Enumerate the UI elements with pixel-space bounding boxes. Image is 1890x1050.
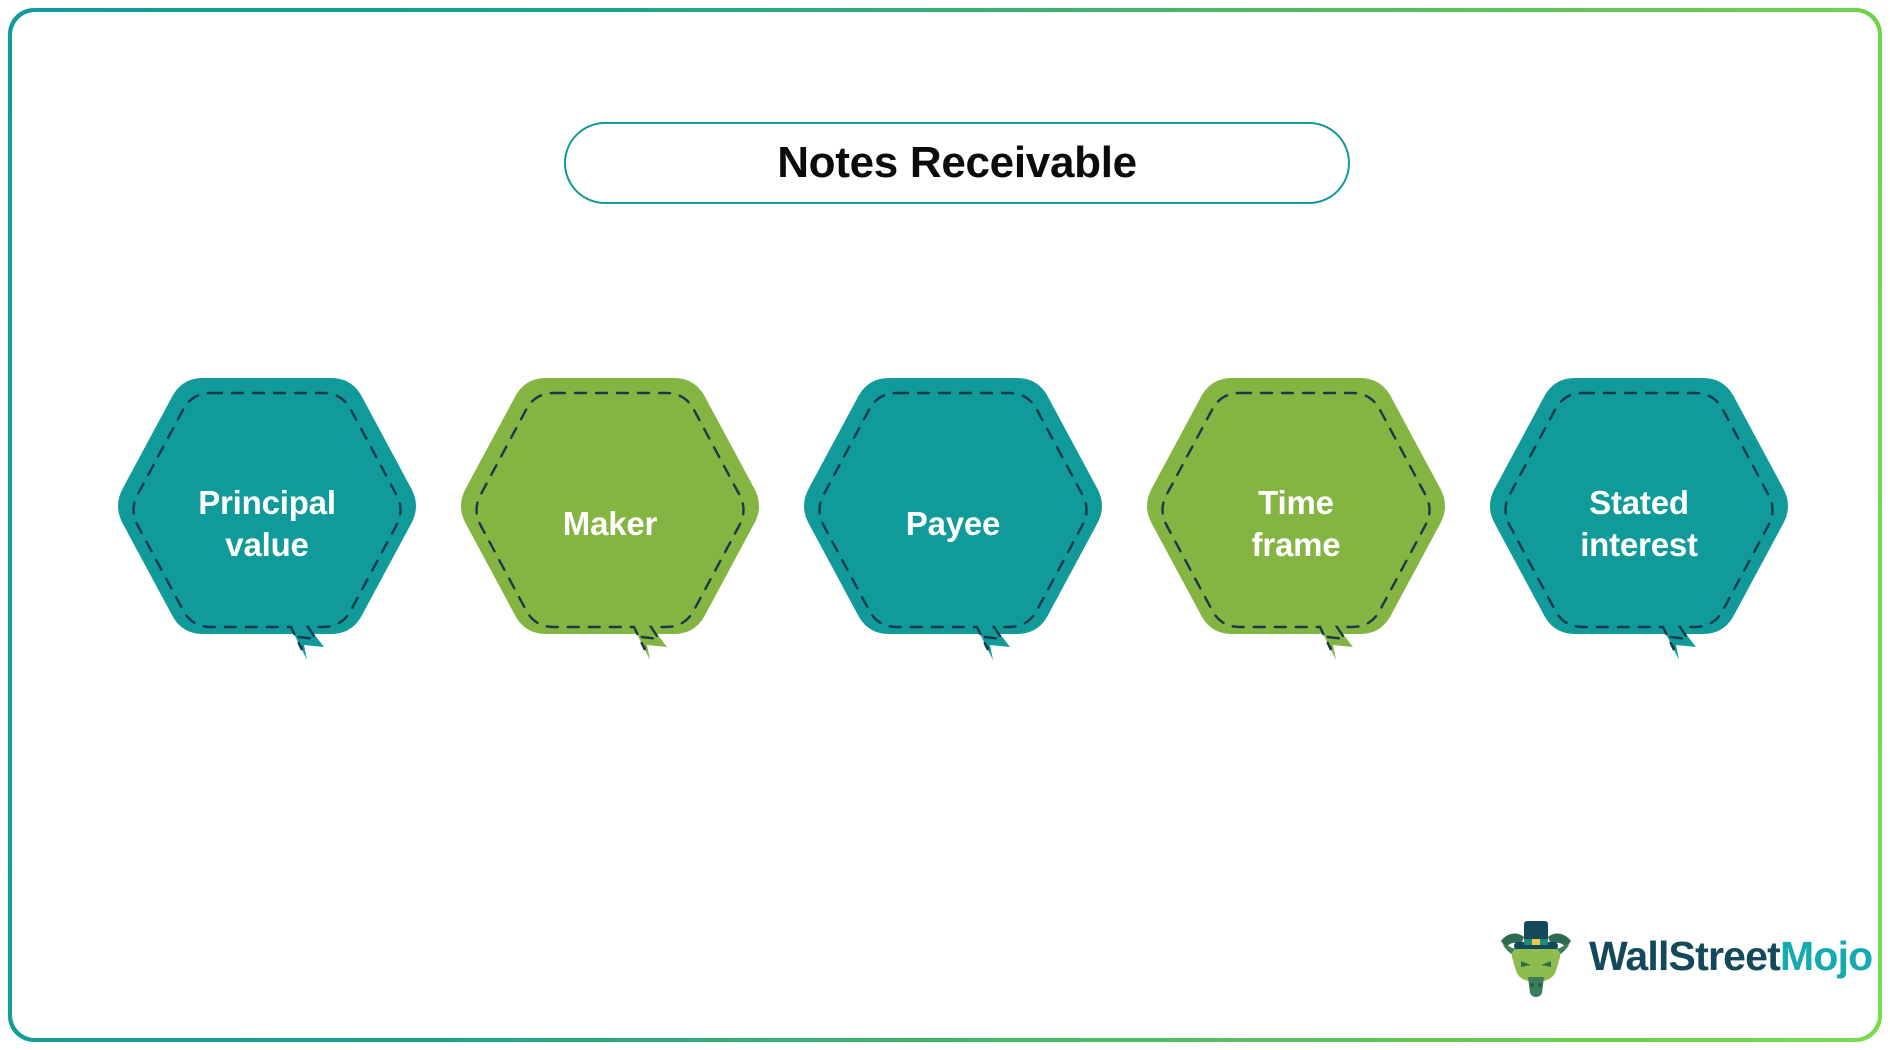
hexagon-shape-icon [461,378,759,660]
hexagon-shape-icon [118,378,416,660]
hexagon-shape-icon [804,378,1102,660]
brand-name-secondary: Mojo [1779,932,1873,979]
bull-with-tophat-icon [1501,921,1571,997]
hexagon-item-stated-interest[interactable]: Stated interest [1480,364,1798,684]
hexagon-shape-icon [1147,378,1445,660]
page-title: Notes Receivable [777,138,1137,187]
hexagon-shape-icon [1490,378,1788,660]
brand-name-primary: WallStreet [1589,932,1781,979]
hexagon-row: Principal value Maker Payee [108,364,1798,684]
brand-wordmark: WallStreetMojo [1589,932,1873,979]
page-frame: Notes Receivable Principal value Maker [8,8,1882,1042]
brand-logo[interactable]: WallStreetMojo [1497,910,1873,1002]
hexagon-item-maker[interactable]: Maker [451,364,769,684]
hexagon-item-principal-value[interactable]: Principal value [108,364,426,684]
infographic-canvas: Notes Receivable Principal value Maker [12,12,1878,1038]
page-title-pill: Notes Receivable [564,122,1350,204]
hexagon-item-payee[interactable]: Payee [794,364,1112,684]
hexagon-item-time-frame[interactable]: Time frame [1137,364,1455,684]
